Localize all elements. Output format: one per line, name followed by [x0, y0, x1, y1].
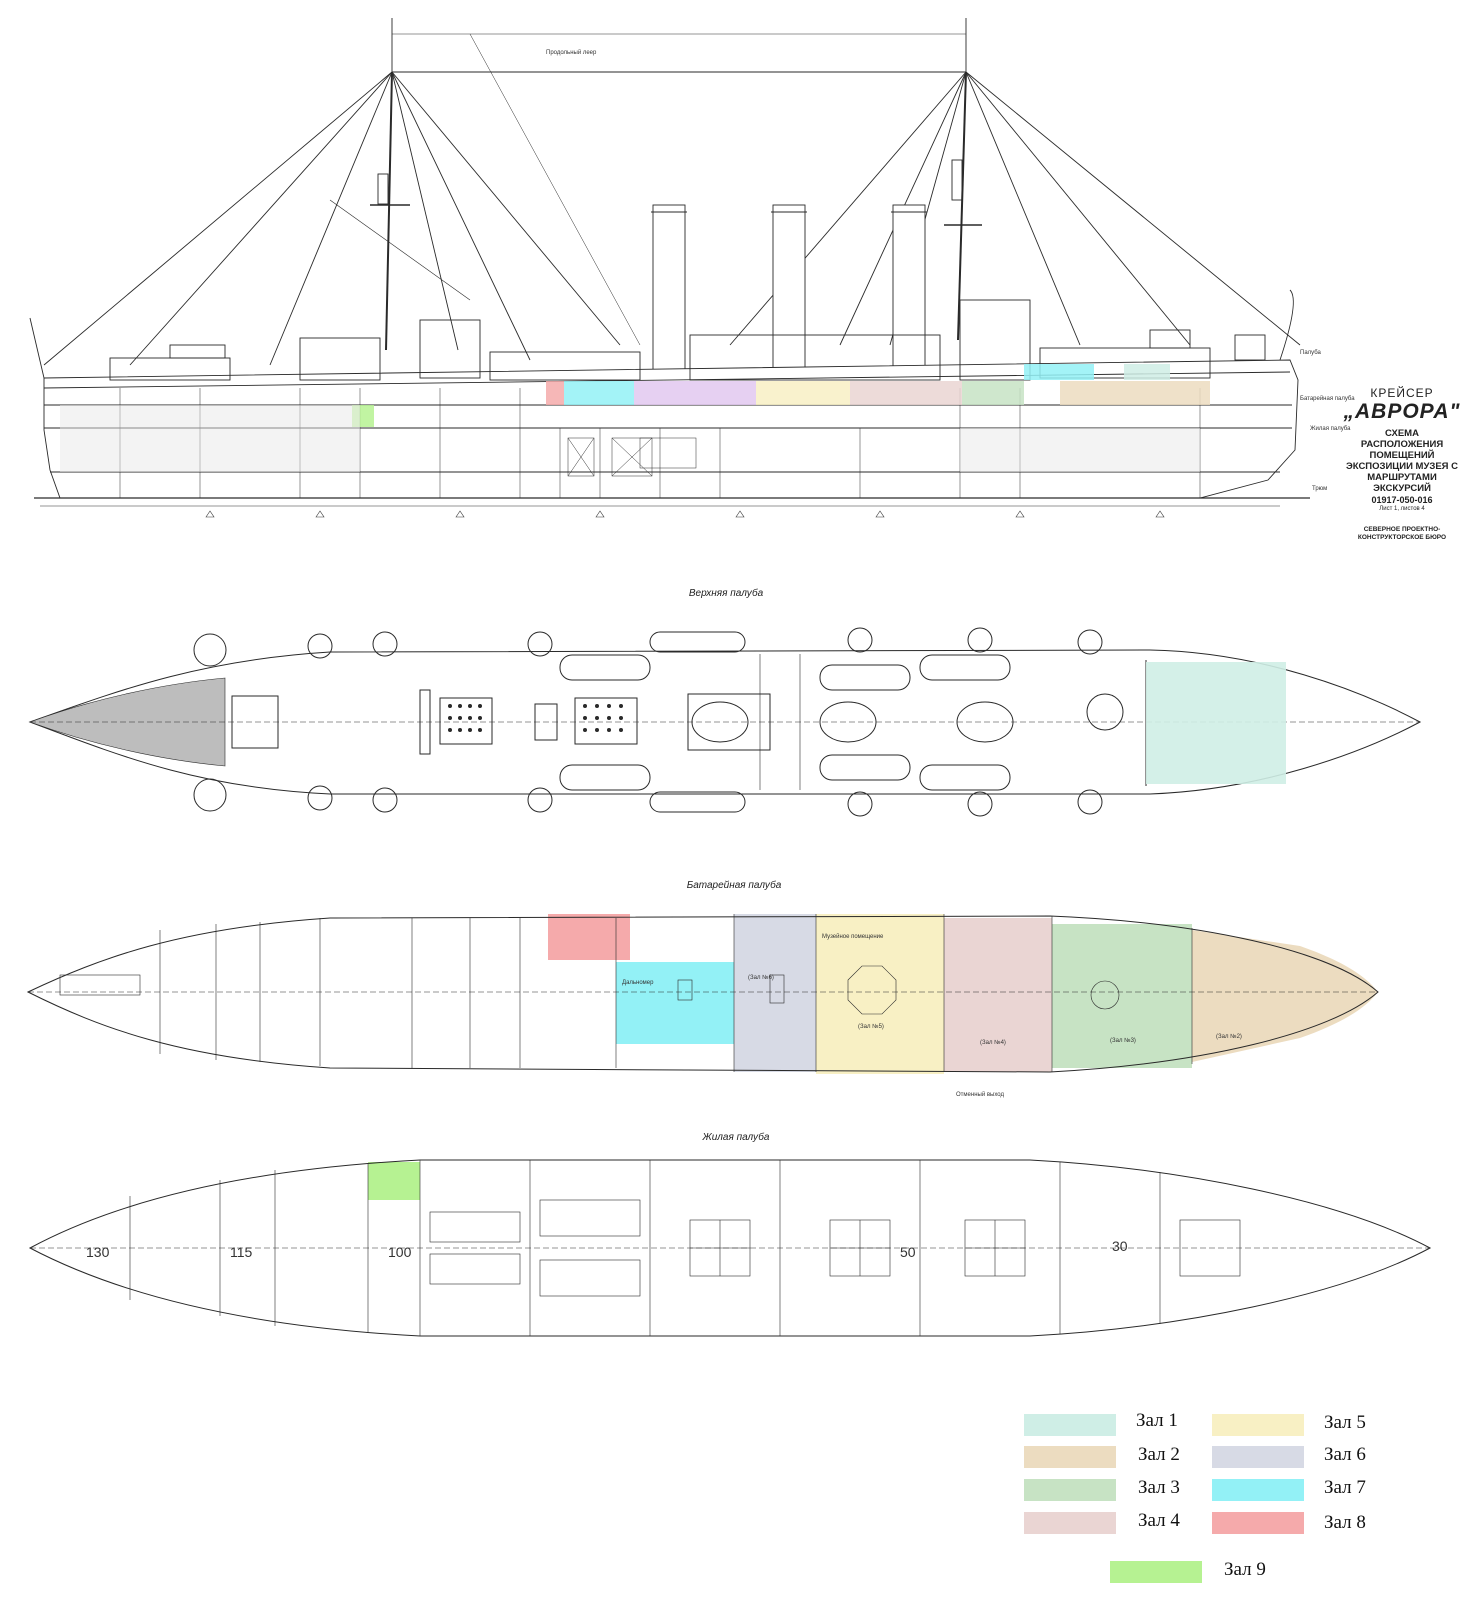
- legend-label-hall7: Зал 7: [1324, 1477, 1366, 1498]
- title-sheet-number: Лист 1, листов 4: [1379, 506, 1425, 512]
- frame-50-label: 50: [900, 1244, 916, 1260]
- title-line-description: СХЕМА РАСПОЛОЖЕНИЯ ПОМЕЩЕНИЙ ЭКСПОЗИЦИИ …: [1346, 428, 1458, 494]
- frame-130-label: 130: [86, 1244, 110, 1260]
- profile-deck-upper-label: Палуба: [1300, 350, 1321, 356]
- exit-label: Отменный выход: [956, 1092, 1004, 1098]
- profile-keel-label: Трюм: [1312, 486, 1328, 492]
- battery-deck-title: Батарейная палуба: [686, 880, 782, 891]
- legend-swatch-hall9: [1110, 1561, 1202, 1583]
- title-line-cruiser: КРЕЙСЕР: [1370, 386, 1434, 400]
- hall2-plan-label: (Зал №2): [1216, 1034, 1242, 1040]
- legend-label-hall6: Зал 6: [1324, 1444, 1366, 1465]
- antenna-label: Продольный леер: [546, 50, 597, 56]
- legend-label-hall2: Зал 2: [1138, 1444, 1180, 1465]
- profile-deck-battery-label: Батарейная палуба: [1300, 396, 1355, 402]
- frame-30-label: 30: [1112, 1238, 1128, 1254]
- drawing-title-block: КРЕЙСЕР „АВРОРА" СХЕМА РАСПОЛОЖЕНИЯ ПОМЕ…: [1343, 386, 1461, 542]
- legend-swatch-hall7: [1212, 1479, 1304, 1501]
- museum-room-label: Музейное помещение: [822, 934, 884, 940]
- living-deck-plan: [28, 1159, 1432, 1337]
- upper-deck-plan: [28, 627, 1422, 817]
- legend-swatch-hall1: [1024, 1414, 1116, 1436]
- title-bureau: СЕВЕРНОЕ ПРОЕКТНО-КОНСТРУКТОРСКОЕ БЮРО: [1357, 526, 1447, 541]
- legend-swatch-hall4: [1024, 1512, 1116, 1534]
- legend-label-hall1: Зал 1: [1136, 1410, 1178, 1431]
- legend-label-hall9: Зал 9: [1224, 1559, 1266, 1580]
- legend-label-hall5: Зал 5: [1324, 1412, 1366, 1433]
- living-deck-title: Жилая палуба: [702, 1132, 770, 1143]
- legend-swatch-hall6: [1212, 1446, 1304, 1468]
- hall5-plan-label: (Зал №5): [858, 1024, 884, 1030]
- legend-swatch-hall2: [1024, 1446, 1116, 1468]
- legend-label-hall4: Зал 4: [1138, 1510, 1180, 1531]
- hall4-plan-label: (Зал №4): [980, 1040, 1006, 1046]
- legend-swatch-hall3: [1024, 1479, 1116, 1501]
- legend-swatch-hall8: [1212, 1512, 1304, 1534]
- title-line-name: „АВРОРА": [1343, 400, 1461, 423]
- battery-deck-plan: [26, 914, 1379, 1074]
- ship-profile-drawing: [29, 18, 1310, 518]
- legend-label-hall8: Зал 8: [1324, 1512, 1366, 1533]
- legend-label-hall3: Зал 3: [1138, 1477, 1180, 1498]
- frame-115-label: 115: [230, 1244, 253, 1260]
- hall7-plan-label: Дальномер: [622, 980, 654, 986]
- title-drawing-code: 01917-050-016: [1371, 495, 1433, 505]
- upper-deck-title: Верхняя палуба: [688, 588, 764, 599]
- hall3-plan-label: (Зал №3): [1110, 1038, 1136, 1044]
- frame-100-label: 100: [388, 1244, 412, 1260]
- profile-deck-living-label: Жилая палуба: [1310, 426, 1351, 432]
- legend-swatch-hall5: [1212, 1414, 1304, 1436]
- hall6-plan-label: (Зал №6): [748, 975, 774, 981]
